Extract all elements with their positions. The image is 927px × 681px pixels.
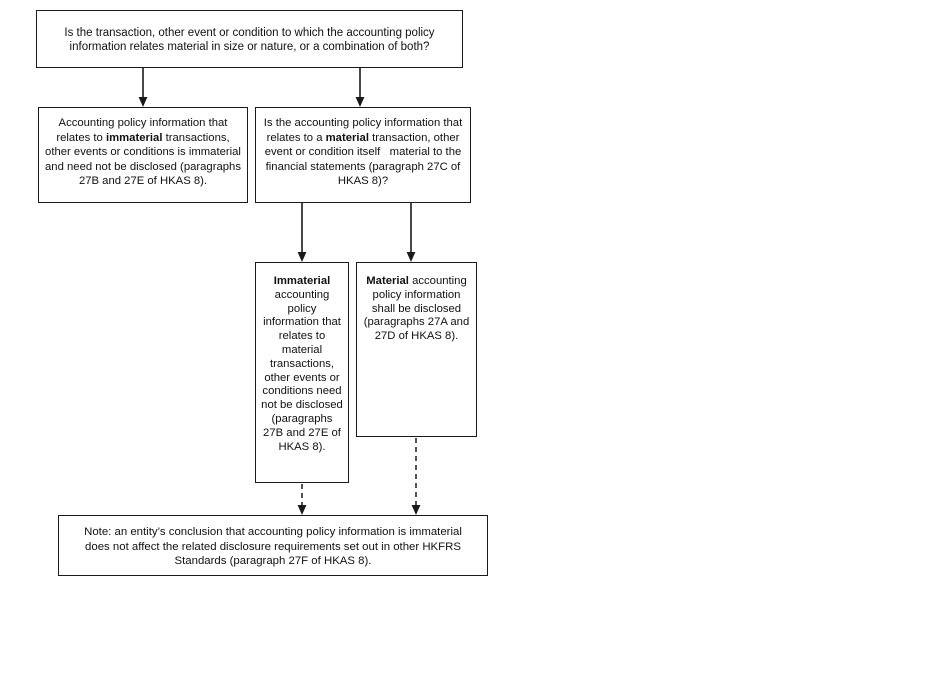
question-transaction-material-text: Is the transaction, other event or condi… bbox=[64, 27, 438, 53]
outcome-immaterial-policy-information-text: Immaterial accounting policy information… bbox=[261, 275, 346, 453]
connector-material-question-to-immaterial-result bbox=[292, 203, 312, 263]
connector-material-question-to-material-result bbox=[401, 203, 421, 263]
connector-root-to-material-question bbox=[350, 67, 370, 108]
outcome-immaterial-transactions: Accounting policy information that relat… bbox=[38, 107, 248, 203]
connector-material-result-to-note bbox=[406, 438, 426, 516]
outcome-immaterial-transactions-text: Accounting policy information that relat… bbox=[45, 117, 245, 187]
question-information-itself-material-text: Is the accounting policy information tha… bbox=[263, 117, 466, 187]
outcome-immaterial-policy-information: Immaterial accounting policy information… bbox=[255, 262, 349, 483]
connector-root-to-immaterial-transactions bbox=[133, 67, 153, 108]
outcome-material-policy-information: Material accounting policy information s… bbox=[356, 262, 477, 437]
question-transaction-material: Is the transaction, other event or condi… bbox=[36, 10, 463, 68]
question-information-itself-material: Is the accounting policy information tha… bbox=[255, 107, 471, 203]
note-disclosure-requirements: Note: an entity’s conclusion that accoun… bbox=[58, 515, 488, 576]
note-disclosure-requirements-text: Note: an entity’s conclusion that accoun… bbox=[84, 526, 466, 567]
connector-immaterial-result-to-note bbox=[292, 484, 312, 516]
outcome-material-policy-information-text: Material accounting policy information s… bbox=[363, 275, 473, 343]
